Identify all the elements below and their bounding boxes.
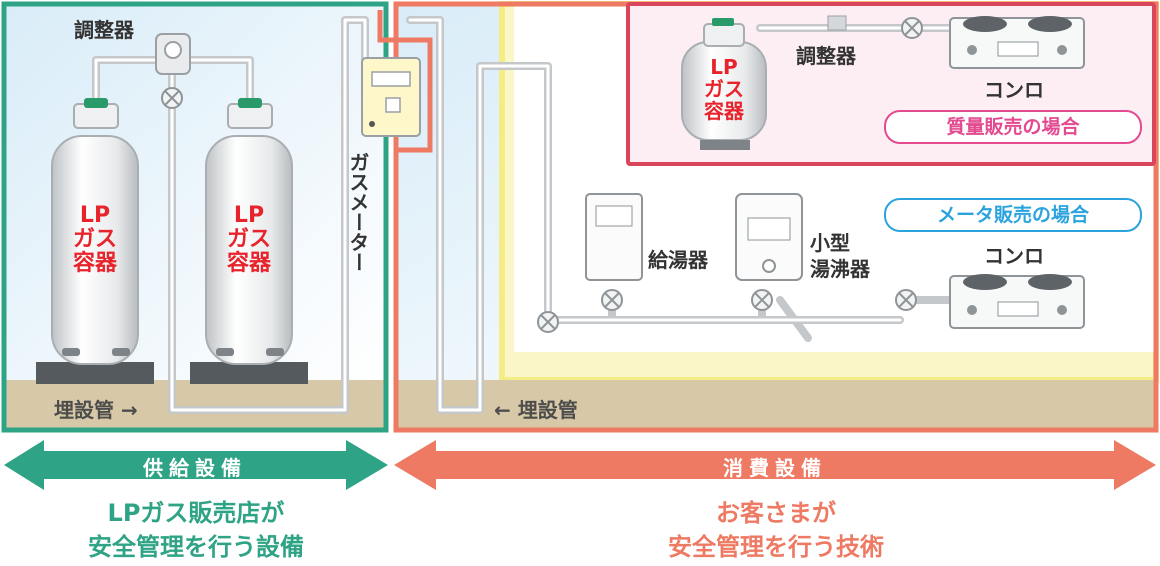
supply-bottom-text: LPガス販売店が 安全管理を行う設備 [88, 499, 304, 561]
buried-pipe-right-label: ← 埋設管 [494, 398, 578, 422]
consumer-bottom-text: お客さまが 安全管理を行う技術 [668, 499, 884, 561]
supply-frame [1, 1, 389, 433]
meter-sale-badge: メータ販売の場合 [884, 198, 1142, 232]
consumer-arrow-label: 消費設備 [723, 456, 827, 480]
weight-sale-badge: 質量販売の場合 [884, 110, 1142, 144]
water-heater-label: 給湯器 [648, 248, 708, 272]
cylinder-2-label: LP ガス 容器 [226, 203, 271, 276]
consumer-ground [396, 380, 1156, 430]
buried-pipe-left-label: 埋設管 → [54, 398, 138, 422]
stove-weight-label: コンロ [984, 78, 1044, 102]
consumer-arrow [394, 440, 1156, 490]
small-boiler-label: 小型 湯沸器 [810, 231, 870, 281]
cylinder-1-label: LP ガス 容器 [72, 203, 117, 276]
weight-cylinder-label: LP ガス 容器 [704, 55, 744, 123]
supply-arrow-label: 供給設備 [143, 456, 247, 480]
stove-meter-label: コンロ [984, 244, 1044, 268]
supply-ground [4, 380, 386, 430]
supply-arrow [4, 440, 388, 490]
gas-meter-label: ガスメーター [346, 152, 370, 272]
regulator-weight-label: 調整器 [796, 44, 856, 68]
regulator-label: 調整器 [74, 18, 134, 42]
